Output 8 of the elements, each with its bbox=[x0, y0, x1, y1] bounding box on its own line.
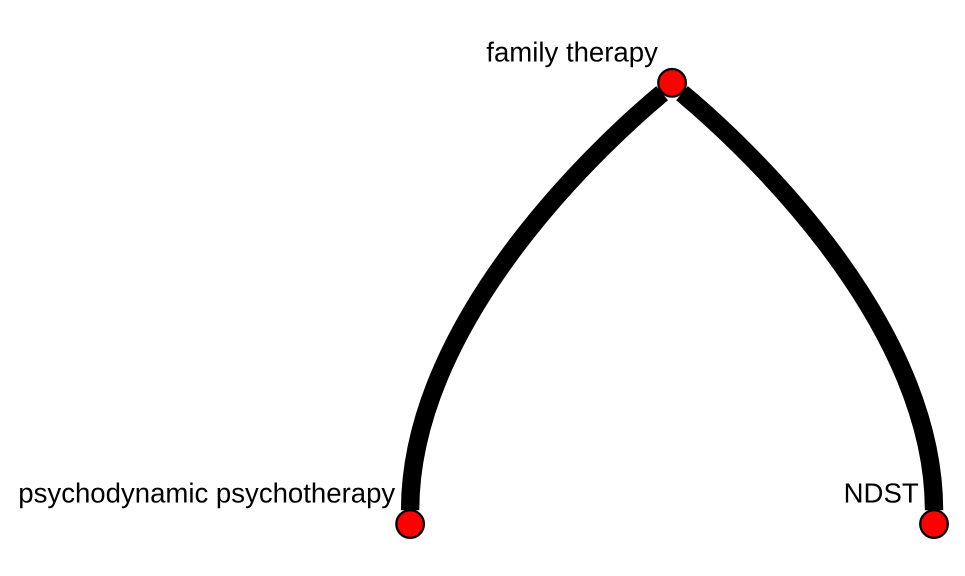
node-circle bbox=[919, 508, 949, 538]
node-circle bbox=[657, 67, 687, 98]
connector bbox=[400, 86, 668, 510]
node-circle bbox=[395, 508, 426, 538]
connector bbox=[676, 86, 944, 510]
node-label: NDST bbox=[844, 476, 919, 508]
node-label: family therapy bbox=[486, 36, 658, 67]
node-label: psychodynamic psychotherapy bbox=[18, 476, 396, 508]
